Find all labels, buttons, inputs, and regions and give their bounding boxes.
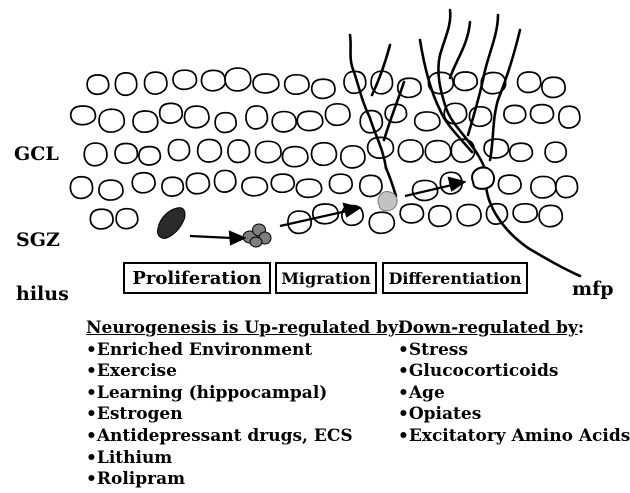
up-regulated-list: Neurogenesis is Up-regulated by: •Enrich… (86, 318, 404, 491)
granule-cell (542, 77, 565, 97)
granule-cell (185, 106, 209, 128)
granule-cell (90, 209, 113, 229)
stage-differentiation: Differentiation (382, 262, 528, 294)
granule-cell (145, 72, 167, 94)
granule-cell (282, 147, 307, 167)
granule-cell (285, 75, 309, 94)
granule-cell (297, 111, 322, 130)
mfp-label: mfp (572, 278, 614, 300)
list-item: •Glucocorticoids (398, 361, 630, 383)
granule-cell (173, 70, 196, 89)
stage-migration-label: Migration (281, 269, 371, 288)
granule-cell (531, 176, 556, 198)
granule-cell (99, 180, 123, 200)
granule-cell (71, 106, 96, 125)
stage-differentiation-label: Differentiation (388, 269, 521, 288)
granule-cell (329, 174, 352, 193)
granule-cell (133, 111, 158, 132)
granule-cell (325, 104, 350, 125)
granule-cell (116, 209, 138, 229)
granule-cell (457, 205, 481, 226)
granule-cell (115, 143, 137, 163)
hilus-label: hilus (16, 283, 69, 305)
list-item: •Lithium (86, 448, 404, 470)
sgz-label: SGZ (16, 229, 60, 251)
granule-cell (214, 170, 235, 192)
down-regulated-heading: Down-regulated by (398, 318, 578, 338)
granule-cell (510, 143, 533, 161)
granule-cell (454, 72, 477, 90)
granule-cell (256, 141, 282, 162)
granule-cell (312, 79, 335, 98)
list-item: •Rolipram (86, 469, 404, 491)
stage-proliferation-label: Proliferation (132, 268, 261, 289)
granule-cell (398, 140, 423, 162)
down-regulated-heading-colon: : (578, 318, 584, 338)
list-item: •Enriched Environment (86, 340, 404, 362)
list-item: •Opiates (398, 404, 630, 426)
up-regulated-heading: Neurogenesis is Up-regulated by: (86, 318, 404, 340)
stage-proliferation: Proliferation (123, 262, 271, 294)
granule-cell (415, 112, 440, 131)
granule-cell (242, 177, 268, 196)
granule-cell (87, 75, 109, 94)
granule-cell (425, 141, 450, 163)
granule-cell (162, 177, 183, 196)
granule-cell (160, 103, 183, 123)
granule-cell (168, 140, 189, 161)
list-item: •Age (398, 383, 630, 405)
granule-cell (272, 112, 296, 132)
list-item: •Estrogen (86, 404, 404, 426)
granule-cell (504, 105, 526, 123)
granule-cell (115, 73, 136, 95)
granule-cell (484, 139, 508, 158)
list-item: •Exercise (86, 361, 404, 383)
granule-cell (186, 173, 209, 194)
granule-cell (498, 175, 521, 194)
granule-cell (369, 212, 394, 233)
granule-cell (132, 173, 155, 193)
granule-cell (84, 143, 107, 166)
dividing-cell-cluster (243, 224, 271, 247)
granule-cell (545, 142, 566, 162)
granule-cell (296, 179, 321, 197)
granule-cell (198, 140, 222, 163)
dendrite-tree (350, 10, 520, 196)
granule-cell (271, 174, 294, 192)
list-item: •Learning (hippocampal) (86, 383, 404, 405)
neurogenesis-diagram (0, 0, 630, 305)
granule-cell (99, 109, 124, 132)
granule-cell (513, 204, 537, 222)
granule-cell (556, 176, 578, 198)
migrating-cell (378, 191, 397, 210)
granule-cell (400, 204, 423, 223)
granule-cell (518, 72, 541, 92)
gcl-label: GCL (14, 143, 59, 165)
granule-cell (246, 106, 267, 129)
granule-cell (70, 177, 92, 199)
granule-cell (429, 206, 451, 227)
granule-cell (139, 147, 160, 165)
list-item: •Excitatory Amino Acids (398, 426, 630, 448)
stage-migration: Migration (275, 262, 377, 294)
progenitor-cell (157, 208, 185, 239)
granule-cell (201, 70, 225, 90)
granule-cell (225, 68, 251, 91)
granule-cell (559, 106, 580, 128)
list-item: •Stress (398, 340, 630, 362)
down-regulated-heading-row: Down-regulated by: (398, 318, 630, 340)
granule-cell (312, 143, 337, 166)
granule-cell-layer (70, 68, 579, 233)
differentiating-cell (472, 167, 494, 188)
list-item: •Antidepressant drugs, ECS (86, 426, 404, 448)
granule-cell (228, 140, 250, 162)
granule-cell (360, 175, 382, 196)
granule-cell (530, 105, 553, 124)
granule-cell (253, 74, 279, 93)
granule-cell (539, 205, 562, 226)
granule-cell (341, 146, 365, 168)
granule-cell (215, 113, 236, 133)
down-regulated-list: Down-regulated by: •Stress •Glucocortico… (398, 318, 630, 448)
